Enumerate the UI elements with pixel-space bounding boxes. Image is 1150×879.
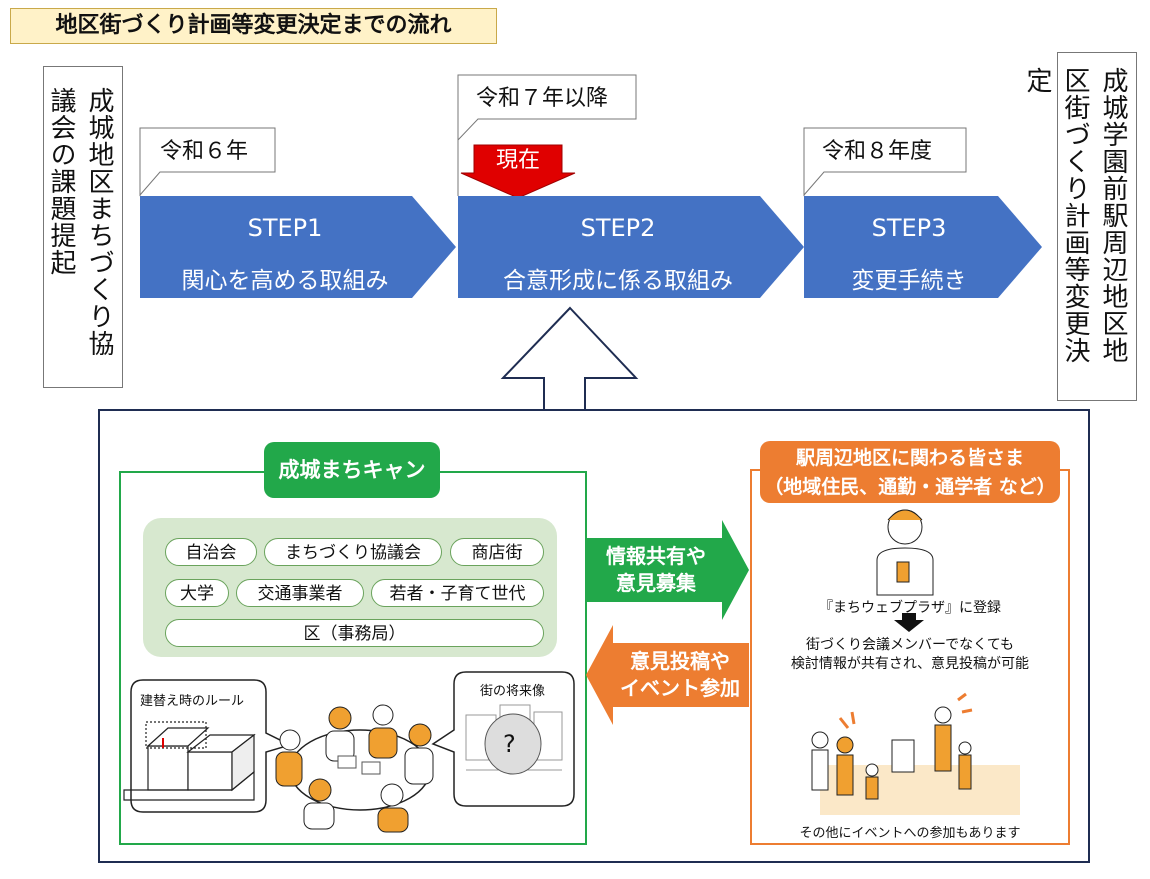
step1-desc: 関心を高める取組み: [181, 268, 389, 294]
share-arrow-label: 情報共有や 意見募集: [590, 543, 722, 597]
right-panel-title-line1: 駅周辺地区に関わる皆さま: [795, 447, 1024, 469]
question-mark: ?: [503, 730, 516, 758]
left-start-box: 成城地区まちづくり協議会の課題提起: [43, 66, 123, 388]
right-panel-title-line2: （地域住民、通勤・通学者 など）: [764, 476, 1056, 498]
post-arrow-label: 意見投稿や イベント参加: [612, 648, 748, 702]
step3-desc: 変更手続き: [851, 268, 967, 294]
member-pill: まちづくり協議会: [264, 538, 442, 566]
step2-desc: 合意形成に係る取組み: [503, 268, 733, 294]
post-arrow-line2: イベント参加: [620, 676, 740, 700]
register-text: 『まちウェブプラザ』に登録: [819, 600, 1001, 616]
share-arrow-line2: 意見募集: [616, 571, 696, 595]
share-arrow: [586, 520, 749, 620]
left-panel-title: 成城まちキャン: [264, 442, 440, 498]
step1-year-label: 令和６年: [160, 139, 249, 164]
step2-arrow: [458, 196, 804, 298]
event-illustration: [811, 692, 1020, 815]
member-pill: 若者・子育て世代: [371, 579, 544, 607]
member-pill: 自治会: [165, 538, 257, 566]
meeting-illustration: [275, 704, 434, 833]
right-panel-title: 駅周辺地区に関わる皆さま （地域住民、通勤・通学者 など）: [760, 441, 1060, 503]
member-pill: 大学: [165, 579, 229, 607]
right-end-box: 成城学園前駅周辺地区地区街づくり計画等変更決定: [1022, 52, 1137, 401]
member-pill: 交通事業者: [236, 579, 364, 607]
step2-name: STEP2: [580, 214, 656, 242]
step2-year-label: 令和７年以降: [476, 86, 609, 111]
future-cloud: [484, 713, 542, 775]
step1-name: STEP1: [247, 214, 323, 242]
now-arrow: [460, 144, 576, 199]
member-pill: 商店街: [450, 538, 544, 566]
post-arrow: [586, 625, 749, 725]
event-note: その他にイベントへの参加もあります: [799, 826, 1021, 841]
step3-name: STEP3: [871, 214, 947, 242]
now-label: 現在: [495, 148, 540, 173]
post-arrow-line1: 意見投稿や: [630, 649, 730, 673]
building-illustration: [123, 721, 256, 801]
step1-arrow: [140, 196, 456, 298]
step3-year-label: 令和８年度: [822, 139, 933, 164]
member-pill: 区（事務局）: [165, 619, 544, 647]
up-arrow: [500, 306, 639, 411]
outer-frame: [98, 409, 1090, 863]
info-line1: 街づくり会議メンバーでなくても: [805, 637, 1015, 653]
page-title: 地区街づくり計画等変更決定までの流れ: [10, 8, 497, 44]
register-down-arrow: [894, 613, 924, 632]
phone-person-illustration: [876, 509, 934, 596]
share-arrow-line1: 情報共有や: [606, 544, 706, 568]
step3-arrow: [804, 196, 1042, 298]
info-line2: 検討情報が共有され、意見投稿が可能: [790, 656, 1030, 672]
vision-bubble-label: 街の将来像: [480, 684, 546, 699]
rule-bubble-label: 建替え時のルール: [140, 694, 245, 709]
